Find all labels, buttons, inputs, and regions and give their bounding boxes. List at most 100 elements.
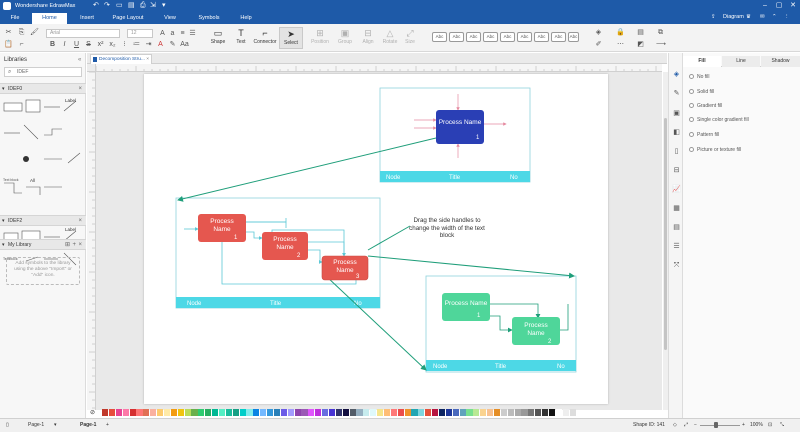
process-box[interactable]: Process Name 1 — [442, 293, 490, 321]
arrow-style-icon[interactable]: ⟶ — [656, 41, 667, 48]
color-swatch[interactable] — [521, 409, 528, 416]
select-tool[interactable]: ➤Select — [279, 27, 303, 49]
close-section-icon[interactable]: × — [78, 242, 82, 248]
color-swatch[interactable] — [335, 409, 342, 416]
color-swatch[interactable] — [377, 409, 384, 416]
color-swatch[interactable] — [411, 409, 418, 416]
image-panel-icon[interactable]: ▣ — [673, 110, 680, 117]
process-box[interactable]: Process Name 1 — [198, 214, 246, 242]
underline-icon[interactable]: U — [73, 41, 80, 48]
minimize-icon[interactable]: – — [763, 2, 767, 9]
color-swatch[interactable] — [136, 409, 143, 416]
page-panel-icon[interactable]: ▯ — [674, 148, 679, 155]
options-icon[interactable]: ⋮ — [784, 14, 790, 20]
color-swatch[interactable] — [390, 409, 397, 416]
font-color-icon[interactable]: A — [158, 41, 163, 48]
color-swatch[interactable] — [432, 409, 439, 416]
chart-panel-icon[interactable]: 📈 — [672, 186, 681, 193]
connector-tool[interactable]: ⌐Connector — [253, 28, 277, 45]
line-style-icon[interactable]: ⋯ — [617, 41, 624, 48]
group-tool[interactable]: ▣Group — [333, 27, 357, 49]
color-swatch[interactable] — [129, 409, 136, 416]
color-swatch[interactable] — [218, 409, 226, 416]
list-panel-icon[interactable]: ☰ — [673, 243, 680, 250]
style-panel-icon[interactable]: ✎ — [673, 90, 680, 97]
idef0-diagram[interactable]: Node Title No Node Title No Node Title N… — [96, 72, 662, 410]
add-page-icon[interactable]: + — [106, 422, 109, 428]
color-swatch[interactable] — [363, 409, 370, 416]
strikethrough-icon[interactable]: S — [86, 41, 91, 48]
color-swatch[interactable] — [487, 409, 494, 416]
close-tab-icon[interactable]: × — [146, 57, 149, 62]
color-swatch[interactable] — [315, 409, 322, 416]
color-swatch[interactable] — [322, 409, 329, 416]
color-swatch[interactable] — [163, 409, 171, 416]
highlight-icon[interactable]: ✎ — [169, 41, 176, 48]
color-swatch[interactable] — [198, 409, 205, 416]
maximize-icon[interactable]: ▢ — [775, 2, 783, 9]
line-color-icon[interactable]: ✐ — [595, 41, 602, 48]
format-painter-icon[interactable]: 🖌 — [30, 29, 39, 36]
color-swatch[interactable] — [267, 409, 274, 416]
style-swatch[interactable]: Abc — [432, 32, 447, 42]
color-swatch[interactable] — [301, 409, 308, 416]
tab-fill[interactable]: Fill — [683, 56, 721, 67]
color-swatch[interactable] — [569, 409, 576, 416]
numbering-icon[interactable]: ≔ — [133, 41, 140, 48]
fill-option-solid[interactable]: Solid fill — [689, 89, 714, 95]
style-swatch[interactable]: Abc — [449, 32, 464, 42]
menu-file[interactable]: File — [10, 15, 20, 21]
menu-help[interactable]: Help — [240, 15, 252, 21]
fill-option-single-gradient[interactable]: Single color gradient fill — [689, 117, 749, 123]
color-swatch[interactable] — [555, 409, 562, 416]
text-case-icon[interactable]: Aa — [180, 41, 189, 48]
color-swatch[interactable] — [308, 409, 315, 416]
document-tab[interactable]: Decomposition Stru... × — [90, 54, 152, 64]
fill-option-gradient[interactable]: Gradient fill — [689, 103, 722, 109]
process-box[interactable]: Process Name 3 — [321, 255, 369, 281]
menu-page-layout[interactable]: Page Layout — [112, 15, 144, 21]
style-swatch[interactable]: Abc — [551, 32, 566, 42]
color-swatch[interactable] — [356, 409, 363, 416]
color-swatch[interactable] — [150, 409, 157, 416]
scrollbar-thumb[interactable] — [664, 118, 667, 350]
color-swatch[interactable] — [280, 409, 287, 416]
style-swatch[interactable]: Abc — [534, 32, 549, 42]
color-swatch[interactable] — [273, 409, 281, 416]
color-swatch[interactable] — [143, 409, 150, 416]
close-window-icon[interactable]: ✕ — [790, 2, 796, 9]
font-shrink-icon[interactable]: a — [170, 30, 175, 37]
zoom-slider[interactable] — [700, 425, 740, 426]
color-swatch[interactable] — [157, 409, 164, 416]
font-grow-icon[interactable]: A — [160, 30, 165, 37]
redo-icon[interactable]: ↷ — [104, 2, 110, 9]
color-swatch[interactable] — [328, 409, 336, 416]
color-swatch[interactable] — [115, 409, 122, 416]
fit-page-icon[interactable]: ⊡ — [768, 422, 773, 428]
color-swatch[interactable] — [397, 409, 404, 416]
color-swatch[interactable] — [445, 409, 452, 416]
font-size-select[interactable]: 12 — [127, 29, 153, 38]
bold-icon[interactable]: B — [49, 41, 56, 48]
shadow-icon[interactable]: ◩ — [637, 41, 644, 48]
color-swatch[interactable] — [548, 409, 556, 416]
menu-view[interactable]: View — [164, 15, 176, 21]
paste-icon[interactable]: 📋 — [4, 41, 13, 48]
color-swatch[interactable] — [349, 409, 356, 416]
fill-option-picture[interactable]: Picture or texture fill — [689, 147, 741, 153]
table-panel-icon[interactable]: ▦ — [673, 205, 680, 212]
page-selector[interactable]: Page-1 — [28, 422, 45, 428]
position-tool[interactable]: ⊞Position — [308, 27, 332, 49]
color-swatch[interactable] — [246, 409, 253, 416]
color-swatch[interactable] — [122, 409, 129, 416]
library-search-input[interactable]: ⌕ IDEF — [4, 67, 82, 77]
color-swatch[interactable] — [480, 409, 487, 416]
italic-icon[interactable]: I — [63, 41, 66, 48]
bullets-icon[interactable]: ⁝ — [123, 41, 126, 48]
style-swatch[interactable]: Abc — [500, 32, 515, 42]
color-swatch[interactable] — [342, 409, 349, 416]
color-swatch[interactable] — [535, 409, 542, 416]
color-swatch[interactable] — [260, 409, 267, 416]
menu-insert[interactable]: Insert — [80, 15, 94, 21]
undo-icon[interactable]: ↶ — [93, 2, 99, 9]
